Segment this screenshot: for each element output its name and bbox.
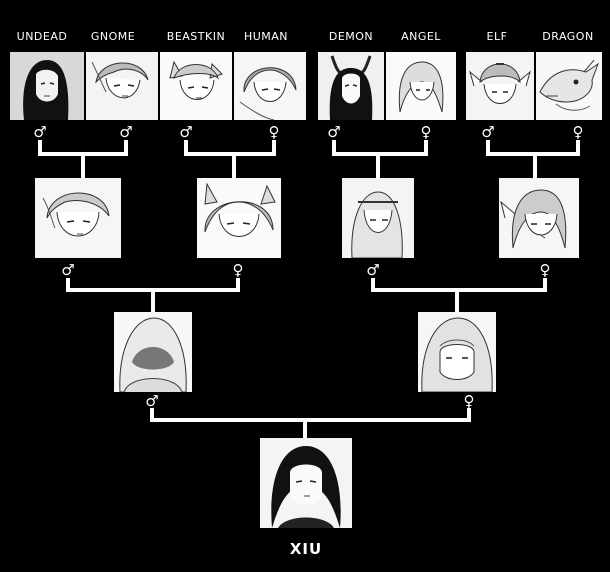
connector-line	[455, 288, 459, 312]
connector-line	[332, 152, 428, 156]
connector-line	[124, 140, 128, 156]
connector-line	[424, 140, 428, 156]
portrait-gen3-mother	[418, 312, 496, 392]
portrait-xiu	[260, 438, 352, 528]
portrait-demon	[318, 52, 384, 120]
connector-line	[232, 152, 236, 178]
female-symbol: ♀	[539, 261, 551, 279]
connector-line	[303, 418, 307, 438]
portrait-gen3-father	[114, 312, 192, 392]
female-symbol: ♀	[268, 123, 280, 141]
race-label-demon: DEMON	[328, 30, 374, 43]
connector-line	[486, 140, 490, 156]
race-label-elf: ELF	[486, 30, 508, 43]
connector-line	[184, 152, 276, 156]
race-label-gnome: GNOME	[90, 30, 136, 43]
portrait-dragon	[536, 52, 602, 120]
connector-line	[371, 278, 375, 292]
connector-line	[332, 140, 336, 156]
connector-line	[543, 278, 547, 292]
connector-line	[66, 278, 70, 292]
portrait-beastkin	[160, 52, 232, 120]
male-symbol: ♂	[179, 123, 193, 141]
race-label-angel: ANGEL	[401, 30, 441, 43]
portrait-gen2-elf-dragon	[499, 178, 579, 258]
female-symbol: ♀	[572, 123, 584, 141]
race-label-undead: UNDEAD	[16, 30, 68, 43]
race-label-dragon: DRAGON	[542, 30, 594, 43]
race-label-human: HUMAN	[243, 30, 289, 43]
connector-line	[151, 288, 155, 312]
connector-line	[371, 288, 547, 292]
male-symbol: ♂	[33, 123, 47, 141]
connector-line	[576, 140, 580, 156]
portrait-human	[234, 52, 306, 120]
connector-line	[150, 408, 154, 422]
connector-line	[272, 140, 276, 156]
female-symbol: ♀	[232, 261, 244, 279]
connector-line	[81, 152, 85, 178]
connector-line	[184, 140, 188, 156]
connector-line	[236, 278, 240, 292]
male-symbol: ♂	[366, 261, 380, 279]
portrait-gen2-beastkin-human	[197, 178, 281, 258]
male-symbol: ♂	[481, 123, 495, 141]
race-label-beastkin: BEASTKIN	[166, 30, 226, 43]
portrait-undead	[10, 52, 84, 120]
connector-line	[38, 140, 42, 156]
portrait-gen2-demon-angel	[342, 178, 414, 258]
connector-line	[376, 152, 380, 178]
portrait-gen2-undead-gnome	[35, 178, 121, 258]
portrait-gnome	[86, 52, 158, 120]
female-symbol: ♀	[463, 392, 475, 410]
portrait-elf	[466, 52, 534, 120]
male-symbol: ♂	[119, 123, 133, 141]
male-symbol: ♂	[145, 392, 159, 410]
connector-line	[533, 152, 537, 178]
descendant-name: XIU	[289, 540, 323, 558]
connector-line	[467, 408, 471, 422]
connector-line	[150, 418, 471, 422]
female-symbol: ♀	[420, 123, 432, 141]
portrait-angel	[386, 52, 456, 120]
male-symbol: ♂	[61, 261, 75, 279]
male-symbol: ♂	[327, 123, 341, 141]
